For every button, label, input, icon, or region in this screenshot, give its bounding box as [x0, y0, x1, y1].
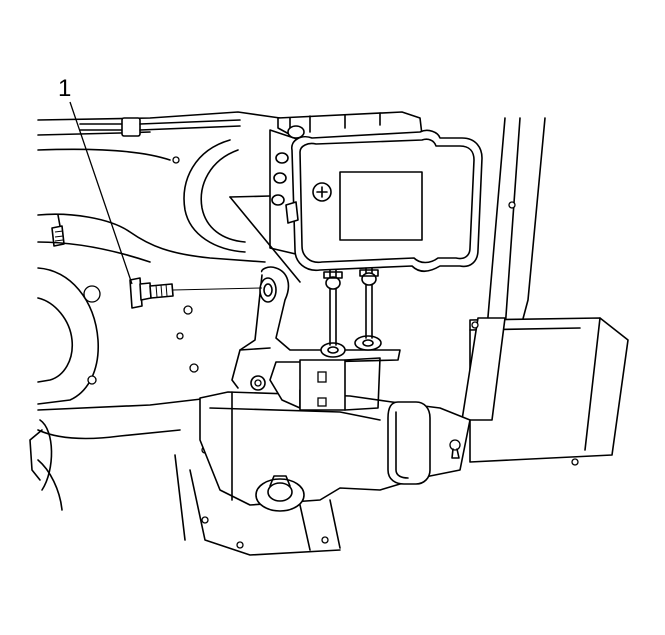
callout-1: 1: [58, 75, 133, 285]
lower-mounting-frame: [29, 391, 471, 556]
module-mounting-bracket: [231, 266, 401, 411]
abs-module: [269, 111, 483, 346]
guide-lines: [229, 195, 301, 283]
callout-1-label: 1: [58, 75, 71, 102]
callout-1-leader: [69, 101, 133, 285]
mounting-bolt: [129, 277, 263, 309]
body-panel: [37, 111, 629, 549]
